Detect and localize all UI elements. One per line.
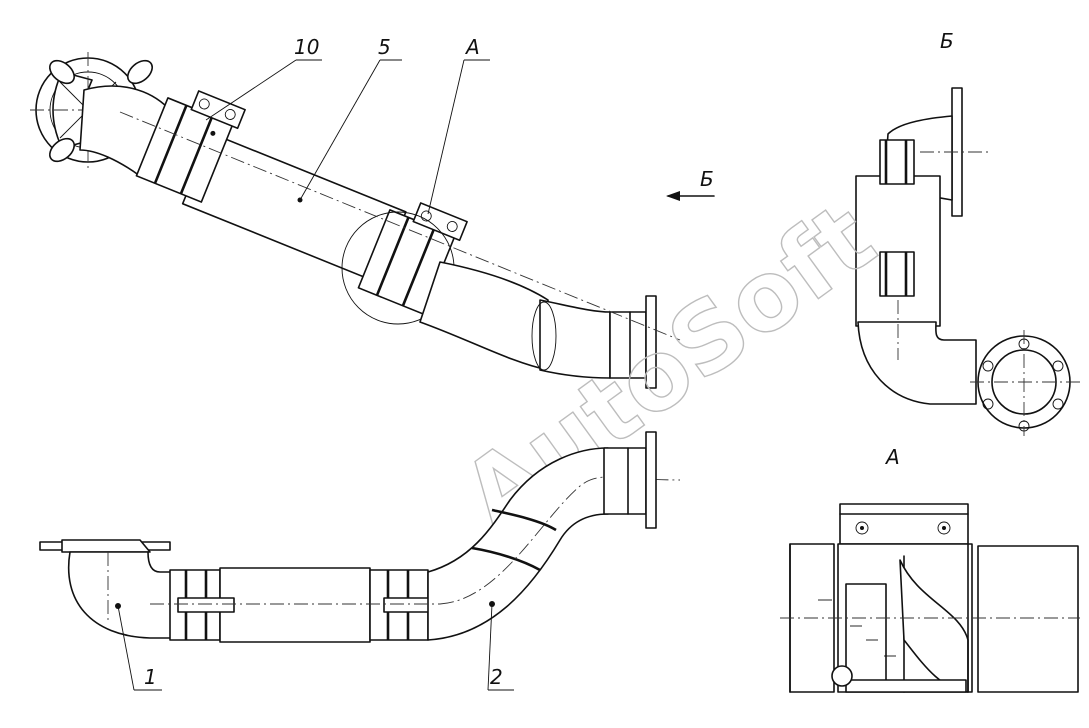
label-view-b-title: Б [940, 29, 954, 53]
label-view-a-callout: А [464, 35, 480, 59]
watermark-text: AutoSoft [443, 181, 895, 552]
label-view-a-title: А [884, 445, 900, 469]
label-item-1: 1 [144, 665, 157, 689]
clamp-10 [135, 90, 246, 203]
bottom-view: 1 2 [39, 431, 681, 691]
label-item-5: 5 [378, 35, 391, 59]
label-item-2: 2 [490, 665, 503, 689]
label-view-b-arrow: Б [700, 167, 714, 191]
label-item-10: 10 [294, 35, 319, 59]
top-view: 10 5 А Б [30, 35, 715, 389]
detail-a: А [780, 445, 1080, 693]
view-b: Б [855, 29, 1080, 436]
